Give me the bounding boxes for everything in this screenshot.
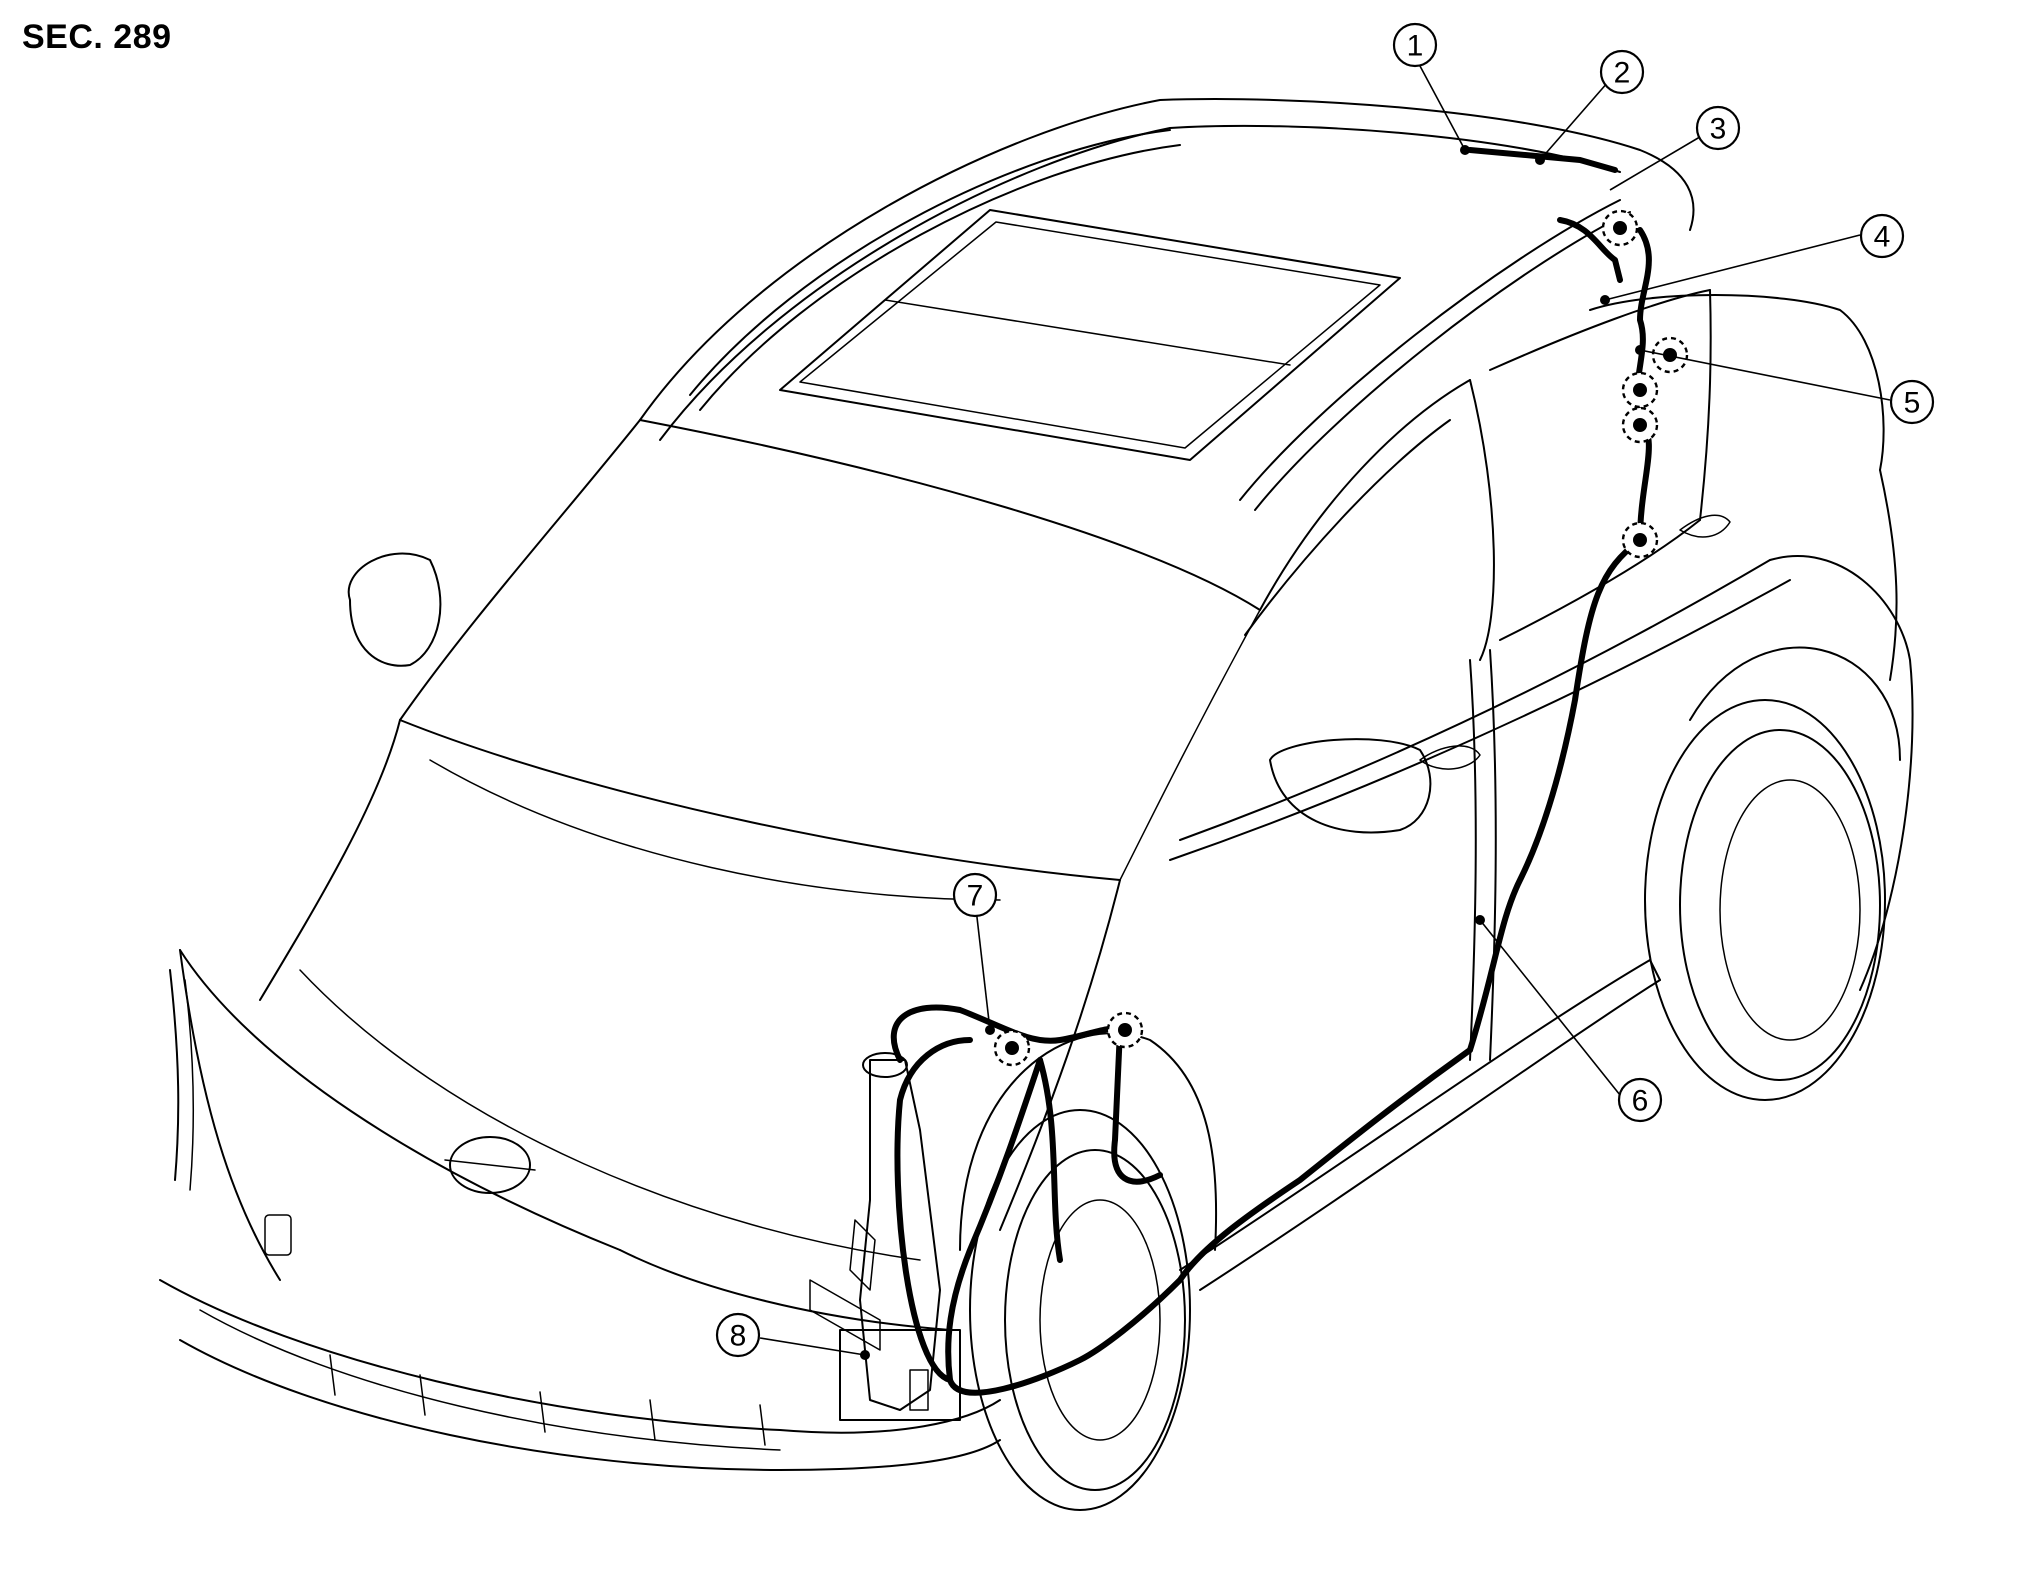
svg-text:4: 4 [1874,221,1891,254]
clip-point [1621,371,1659,409]
callout-3: 3 [1695,105,1741,151]
svg-text:8: 8 [730,1320,747,1353]
washer-tank-assembly [809,1052,961,1421]
svg-text:2: 2 [1614,57,1631,90]
svg-text:7: 7 [967,880,984,913]
clip-point [1621,521,1659,559]
svg-text:5: 5 [1904,387,1921,420]
callout-4: 4 [1859,213,1905,259]
callout-8: 8 [715,1312,761,1358]
clip-point [1621,406,1659,444]
callout-1: 1 [1392,22,1438,68]
clip-point [1106,1011,1144,1049]
callout-2: 2 [1599,49,1645,95]
callout-5: 5 [1889,379,1935,425]
leader-lines [759,65,1891,1360]
vehicle-body [159,98,1914,1511]
section-label: SEC. 289 [22,18,172,56]
clip-points [993,209,1689,1067]
callout-6: 6 [1617,1077,1663,1123]
clip-point [1651,336,1689,374]
svg-text:3: 3 [1710,113,1727,146]
callout-7: 7 [952,872,998,918]
clip-point [1601,209,1639,247]
svg-text:6: 6 [1632,1085,1649,1118]
svg-text:1: 1 [1407,30,1424,63]
washer-hose-harness [890,147,1652,1396]
clip-point [993,1029,1031,1067]
